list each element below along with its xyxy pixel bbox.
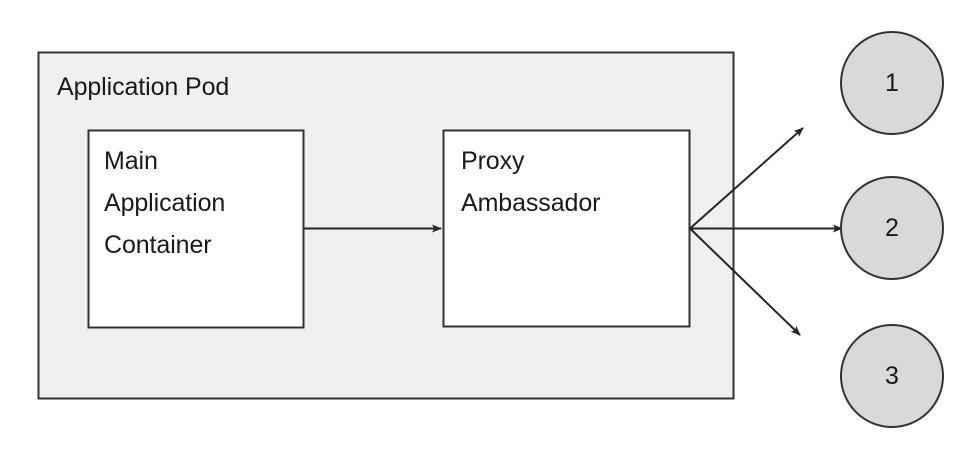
arrow-proxy-to-endpoint-3 [689,227,801,336]
main-application-container-label: Main Application Container [104,147,226,259]
endpoint-circle-3[interactable] [840,324,944,428]
endpoint-label-1: 1 [885,69,899,97]
proxy-ambassador-box[interactable] [442,129,691,328]
arrow-proxy-to-endpoint-1 [689,127,804,230]
proxy-ambassador-label: Proxy Ambassador [461,147,601,217]
endpoint-circle-1[interactable] [840,31,944,135]
endpoint-label-3: 3 [885,362,899,390]
endpoint-label-2: 2 [885,214,899,242]
pod-title: Application Pod [57,73,230,101]
endpoint-circle-2[interactable] [840,176,944,280]
main-application-container-box[interactable] [87,129,305,329]
